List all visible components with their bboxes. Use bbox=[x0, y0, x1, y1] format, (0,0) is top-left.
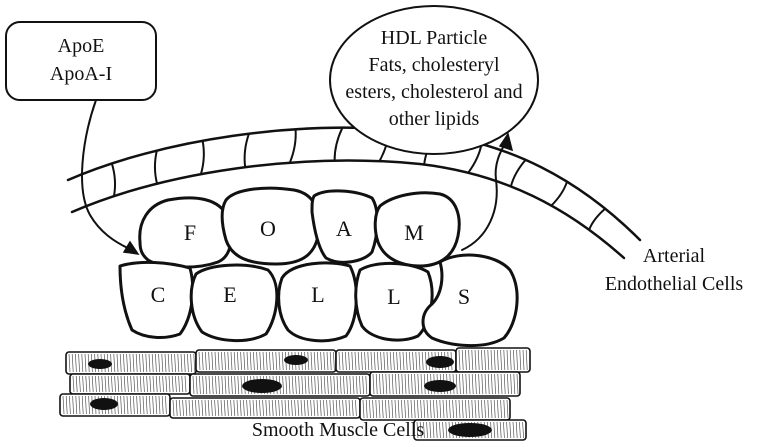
hdl-line-2: Fats, cholesteryl bbox=[368, 54, 500, 76]
foam-letter-8: L bbox=[387, 284, 400, 309]
endothelial-cell-wall bbox=[155, 151, 157, 184]
endothelial-cell-wall bbox=[511, 160, 526, 187]
smooth-muscle-label: Smooth Muscle Cells bbox=[252, 419, 424, 441]
apo-box bbox=[6, 22, 156, 100]
foam-letter-9: S bbox=[458, 284, 470, 309]
hdl-line-3: esters, cholesterol and bbox=[345, 81, 522, 103]
endothelial-cell-wall bbox=[201, 141, 204, 174]
apo-arrow bbox=[82, 100, 132, 250]
arterial-label-line-1: Arterial bbox=[643, 245, 706, 267]
foam-cells: F O A M C E L L S bbox=[120, 188, 517, 345]
muscle-nucleus bbox=[284, 355, 308, 365]
foam-letter-4: M bbox=[404, 220, 424, 245]
endothelial-cell-wall bbox=[335, 128, 343, 161]
muscle-nucleus bbox=[424, 380, 456, 392]
muscle-nucleus bbox=[242, 379, 282, 393]
foam-letter-1: F bbox=[184, 220, 196, 245]
apo-callout: ApoE ApoA-I bbox=[6, 22, 156, 254]
foam-letter-7: L bbox=[311, 282, 324, 307]
endothelial-cell-wall bbox=[245, 134, 249, 168]
muscle-nucleus bbox=[426, 356, 454, 368]
endothelial-cell-wall bbox=[290, 129, 296, 162]
foam-letter-3: A bbox=[336, 216, 352, 241]
apo-arrow-head bbox=[124, 242, 138, 254]
hdl-line-4: other lipids bbox=[389, 108, 480, 130]
smooth-muscle-cell bbox=[456, 348, 530, 372]
hdl-line-1: HDL Particle bbox=[381, 27, 488, 49]
muscle-nucleus bbox=[448, 423, 492, 437]
endothelial-cell-wall bbox=[551, 182, 567, 206]
muscle-nucleus bbox=[88, 359, 112, 369]
arterial-label-line-2: Endothelial Cells bbox=[605, 273, 744, 295]
apo-line-1: ApoE bbox=[58, 35, 105, 57]
muscle-nucleus bbox=[90, 398, 118, 410]
hdl-arrow bbox=[462, 142, 506, 250]
foam-letter-6: E bbox=[223, 282, 236, 307]
endothelial-cell-wall bbox=[589, 209, 605, 230]
foam-letter-5: C bbox=[151, 282, 166, 307]
endothelial-cell-wall bbox=[112, 163, 115, 196]
apo-line-2: ApoA-I bbox=[50, 63, 112, 85]
foam-letter-2: O bbox=[260, 216, 276, 241]
